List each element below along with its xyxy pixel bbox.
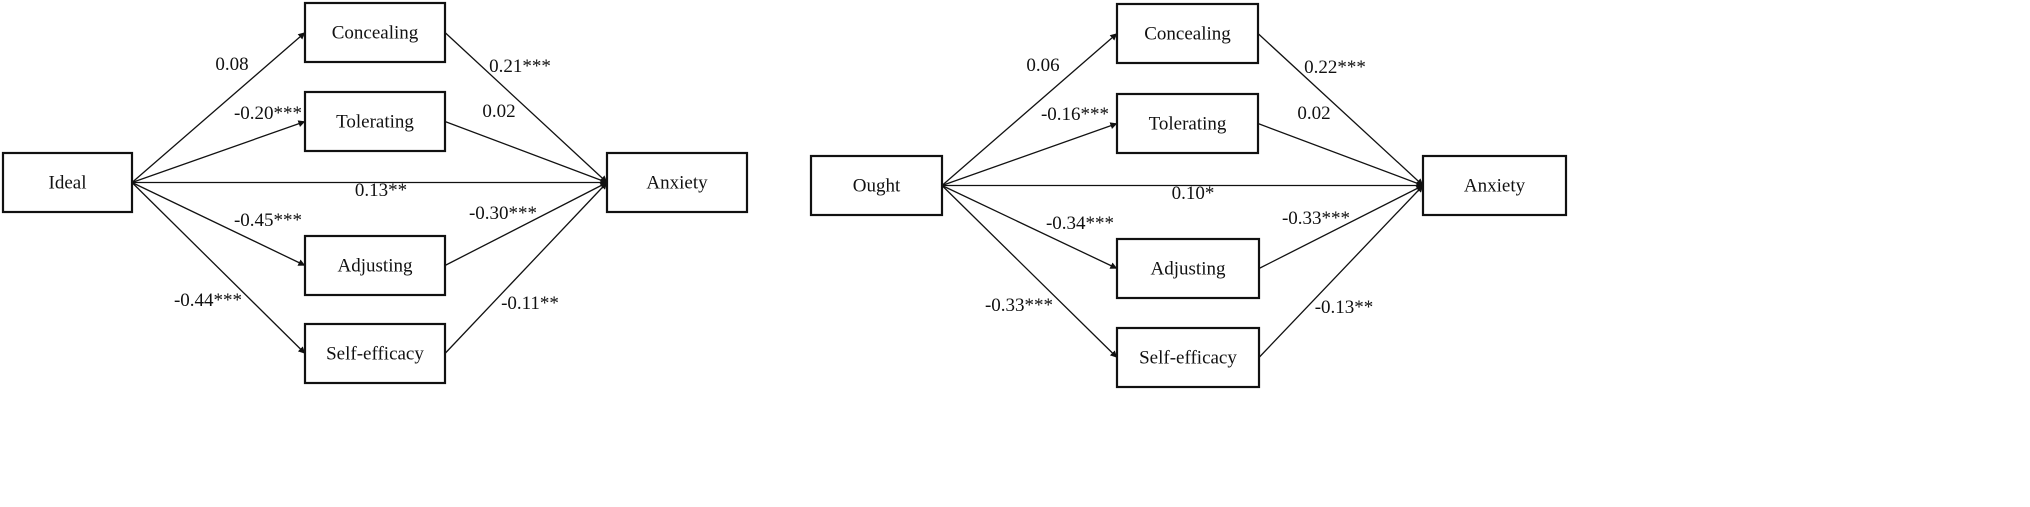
coefficient-label-predictor-to-concealing: 0.08 [215,54,248,75]
node-label-tolerating: Tolerating [1149,114,1227,135]
node-label-self-efficacy: Self-efficacy [326,344,424,365]
path-arrow-predictor-to-concealing [941,33,1118,186]
path-arrow-predictor-to-adjusting [131,181,306,267]
coefficient-label-predictor-to-tolerating: -0.20*** [234,103,302,124]
coefficient-label-predictor-to-anxiety: 0.13** [355,180,407,201]
path-arrow-predictor-to-adjusting [941,184,1118,270]
node-box-anxiety [1421,154,1568,217]
node-box-concealing [303,1,447,64]
path-arrow-predictor-to-self-efficacy [941,185,1118,358]
node-label-anxiety: Anxiety [1464,176,1526,197]
coefficient-label-tolerating-to-anxiety: 0.02 [482,101,515,122]
node-label-adjusting: Adjusting [338,256,413,277]
node-box-predictor [809,154,944,217]
path-arrow-concealing-to-anxiety [444,32,608,183]
node-label-self-efficacy: Self-efficacy [1139,348,1237,369]
path-arrow-tolerating-to-anxiety [1257,122,1424,187]
coefficient-label-self-efficacy-to-anxiety: -0.13** [1315,297,1374,318]
coefficient-label-predictor-to-concealing: 0.06 [1026,55,1059,76]
node-label-adjusting: Adjusting [1151,259,1226,280]
path-arrow-predictor-to-concealing [131,32,306,183]
path-arrow-predictor-to-tolerating [941,122,1118,187]
node-box-adjusting [303,234,447,297]
path-arrow-predictor-to-tolerating [131,120,306,184]
node-label-tolerating: Tolerating [336,112,414,133]
node-label-concealing: Concealing [332,23,419,44]
node-box-self-efficacy [303,322,447,385]
coefficient-label-tolerating-to-anxiety: 0.02 [1297,103,1330,124]
node-box-adjusting [1115,237,1261,300]
coefficient-label-predictor-to-tolerating: -0.16*** [1041,104,1109,125]
coefficient-label-self-efficacy-to-anxiety: -0.11** [501,293,559,314]
coefficient-label-concealing-to-anxiety: 0.21*** [489,56,551,77]
path-arrow-predictor-to-self-efficacy [131,182,306,354]
node-box-tolerating [1115,92,1260,155]
node-label-anxiety: Anxiety [646,173,708,194]
path-arrow-adjusting-to-anxiety [1258,184,1424,270]
diagram-panel-2: Ought ConcealingToleratingAdjustingSelf-e… [809,2,1568,389]
path-arrow-self-efficacy-to-anxiety [1258,185,1424,358]
path-arrow-adjusting-to-anxiety [444,181,608,267]
node-box-tolerating [303,90,447,153]
path-arrow-self-efficacy-to-anxiety [444,182,608,354]
node-box-concealing [1115,2,1260,65]
coefficient-label-predictor-to-adjusting: -0.34*** [1046,213,1114,234]
path-arrow-concealing-to-anxiety [1257,33,1424,186]
node-label-predictor: Ideal [49,173,87,194]
node-box-anxiety [605,151,749,214]
coefficient-label-predictor-to-self-efficacy: -0.33*** [985,295,1053,316]
node-label-concealing: Concealing [1144,24,1231,45]
node-box-predictor [1,151,134,214]
coefficient-label-adjusting-to-anxiety: -0.33*** [1282,208,1350,229]
node-box-self-efficacy [1115,326,1261,389]
coefficient-label-predictor-to-self-efficacy: -0.44*** [174,290,242,311]
coefficient-label-predictor-to-anxiety: 0.10* [1172,183,1215,204]
coefficient-label-adjusting-to-anxiety: -0.30*** [469,203,537,224]
coefficient-label-predictor-to-adjusting: -0.45*** [234,210,302,231]
path-arrow-tolerating-to-anxiety [444,120,608,184]
node-label-predictor: Ought [853,176,901,197]
diagram-panel-1: Ideal ConcealingToleratingAdjustingSelf-e… [1,1,749,385]
coefficient-label-concealing-to-anxiety: 0.22*** [1304,57,1366,78]
